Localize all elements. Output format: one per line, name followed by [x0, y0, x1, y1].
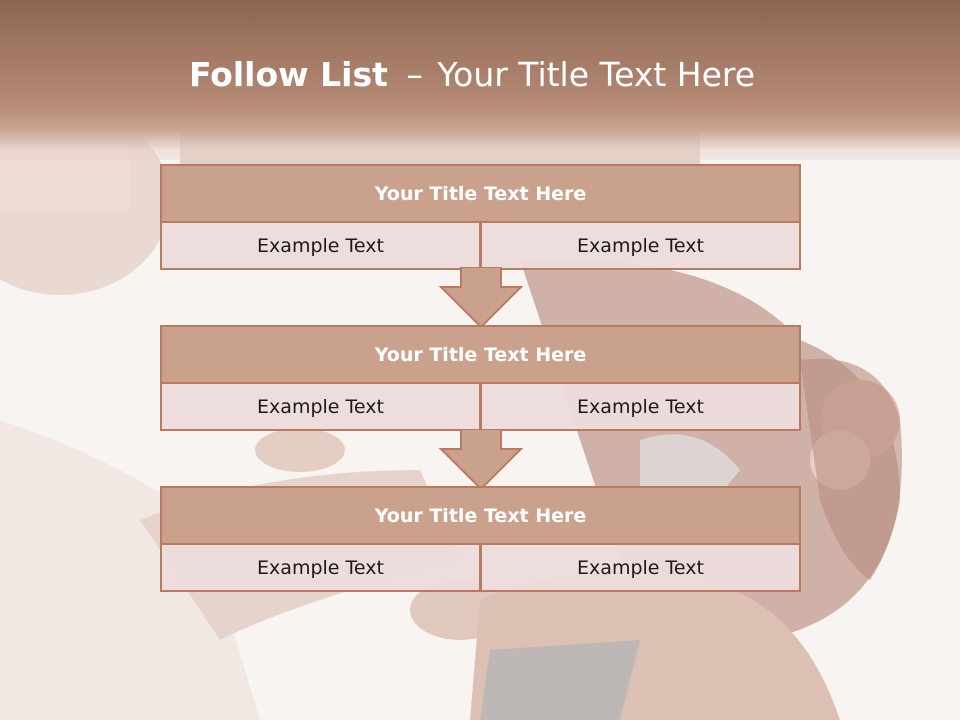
title-dash: –	[406, 55, 423, 94]
slide-title: Follow List – Your Title Text Here	[0, 55, 944, 94]
block-cell-left: Example Text	[160, 382, 481, 431]
list-block-1: Your Title Text Here Example Text Exampl…	[160, 164, 801, 270]
block-cell-left: Example Text	[160, 543, 481, 592]
block-cell-right: Example Text	[480, 543, 801, 592]
block-title-box: Your Title Text Here	[160, 486, 801, 545]
block-cell-right: Example Text	[480, 221, 801, 270]
header-band	[0, 0, 960, 160]
down-arrow-icon	[438, 429, 524, 491]
block-title: Your Title Text Here	[374, 182, 587, 205]
block-cell-right: Example Text	[480, 382, 801, 431]
title-rest: Your Title Text Here	[437, 55, 756, 94]
down-arrow-icon	[438, 267, 524, 329]
title-bold: Follow List	[188, 55, 388, 94]
block-cell-left: Example Text	[160, 221, 481, 270]
list-block-2: Your Title Text Here Example Text Exampl…	[160, 325, 801, 431]
block-title: Your Title Text Here	[374, 504, 587, 527]
block-title-box: Your Title Text Here	[160, 164, 801, 223]
list-block-3: Your Title Text Here Example Text Exampl…	[160, 486, 801, 592]
block-title: Your Title Text Here	[374, 343, 587, 366]
block-title-box: Your Title Text Here	[160, 325, 801, 384]
